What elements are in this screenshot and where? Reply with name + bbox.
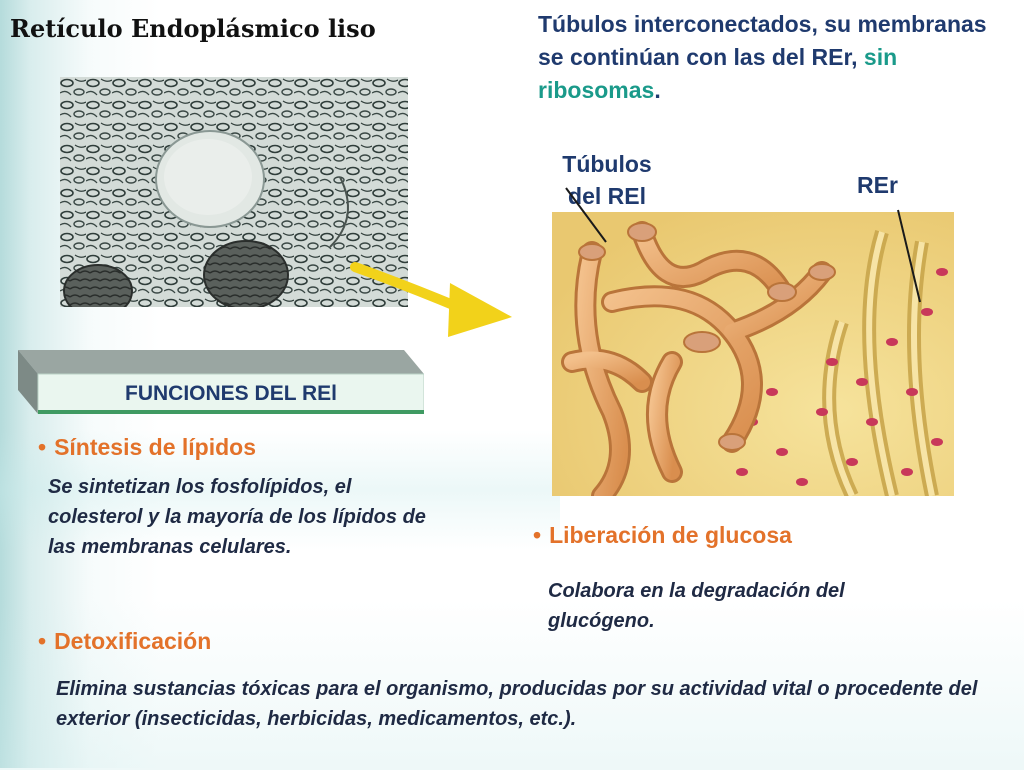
- heading-text: Detoxificación: [54, 628, 212, 654]
- heading-text: Síntesis de lípidos: [54, 434, 256, 460]
- function-body-lipidos: Se sintetizan los fosfolípidos, el coles…: [48, 476, 426, 558]
- background-streak: [0, 600, 1024, 770]
- arrow-icon: [350, 262, 512, 337]
- function-heading-lipidos: • Síntesis de lípidos: [38, 434, 256, 461]
- bullet: •: [38, 628, 47, 654]
- bullet: •: [533, 522, 542, 548]
- label-line: Túbulos: [562, 151, 652, 177]
- functions-banner: [18, 350, 424, 414]
- functions-banner-title: FUNCIONES DEL REl: [125, 382, 337, 405]
- electron-micrograph: [60, 77, 408, 307]
- description-text: Túbulos interconectados, su membranas se…: [538, 8, 1008, 107]
- function-heading-glucosa: • Liberación de glucosa: [533, 522, 792, 549]
- description-part: Túbulos interconectados, su membranas se…: [538, 11, 987, 70]
- heading-text: Liberación de glucosa: [549, 522, 792, 548]
- bullet: •: [38, 434, 47, 460]
- label-rer: REr: [857, 172, 898, 198]
- function-body-glucosa: Colabora en la degradación del glucógeno…: [548, 580, 845, 632]
- function-body-detox: Elimina sustancias tóxicas para el organ…: [56, 678, 978, 730]
- label-tubulos-rel: Túbulos del REl: [552, 148, 662, 212]
- slide-title: Retículo Endoplásmico liso: [10, 14, 376, 43]
- description-end: .: [654, 77, 661, 103]
- background-streak: [0, 430, 560, 550]
- label-line: del REl: [568, 183, 646, 209]
- rel-illustration: [552, 212, 954, 496]
- function-heading-detox: • Detoxificación: [38, 628, 211, 655]
- description-highlight: sin ribosomas: [538, 44, 898, 103]
- micrograph-image: [60, 77, 408, 307]
